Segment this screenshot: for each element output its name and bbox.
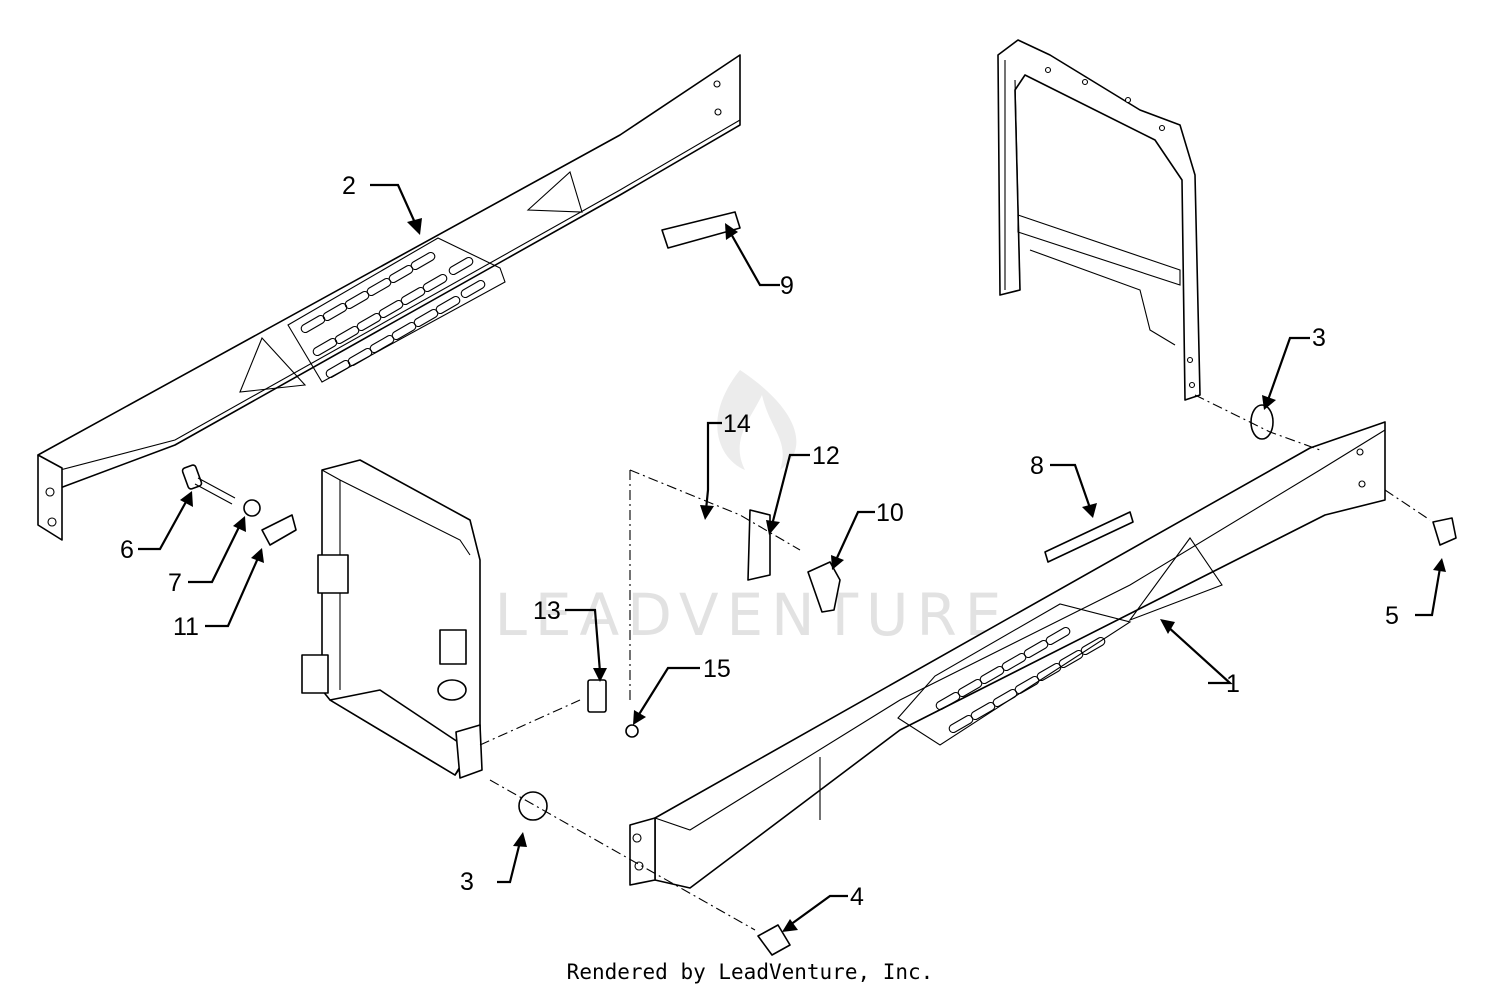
callout-13: 13 <box>533 597 561 625</box>
callout-15: 15 <box>703 655 731 683</box>
running-board-right <box>629 421 1386 889</box>
callout-11: 11 <box>173 613 199 641</box>
callout-8: 8 <box>1030 452 1044 480</box>
callout-14: 14 <box>723 410 751 438</box>
callout-3-left: 3 <box>460 868 474 896</box>
callout-10: 10 <box>876 499 904 527</box>
watermark: LEADVENTURE <box>495 370 1010 649</box>
center-lines <box>479 394 1431 931</box>
foam-strip-8 <box>1044 511 1134 563</box>
callout-labels: 2 1 3 3 4 5 6 7 8 9 10 11 12 13 14 15 <box>120 172 1399 911</box>
callout-2: 2 <box>342 172 356 200</box>
rear-frame <box>997 39 1201 401</box>
running-board-left <box>37 54 741 541</box>
foam-strip-9 <box>661 211 741 249</box>
callout-3-right: 3 <box>1312 324 1326 352</box>
callout-12: 12 <box>812 442 840 470</box>
callout-9: 9 <box>780 272 794 300</box>
watermark-text: LEADVENTURE <box>495 581 1010 649</box>
callout-4: 4 <box>850 883 864 911</box>
callout-5: 5 <box>1385 602 1399 630</box>
callout-leaders <box>138 183 1446 932</box>
hardware <box>181 404 1457 956</box>
callout-7: 7 <box>168 569 182 597</box>
callout-6: 6 <box>120 536 134 564</box>
mounting-bracket <box>301 459 483 779</box>
watermark-flame-icon <box>717 370 797 470</box>
callout-1: 1 <box>1226 670 1240 698</box>
footer-credit: Rendered by LeadVenture, Inc. <box>566 960 934 984</box>
